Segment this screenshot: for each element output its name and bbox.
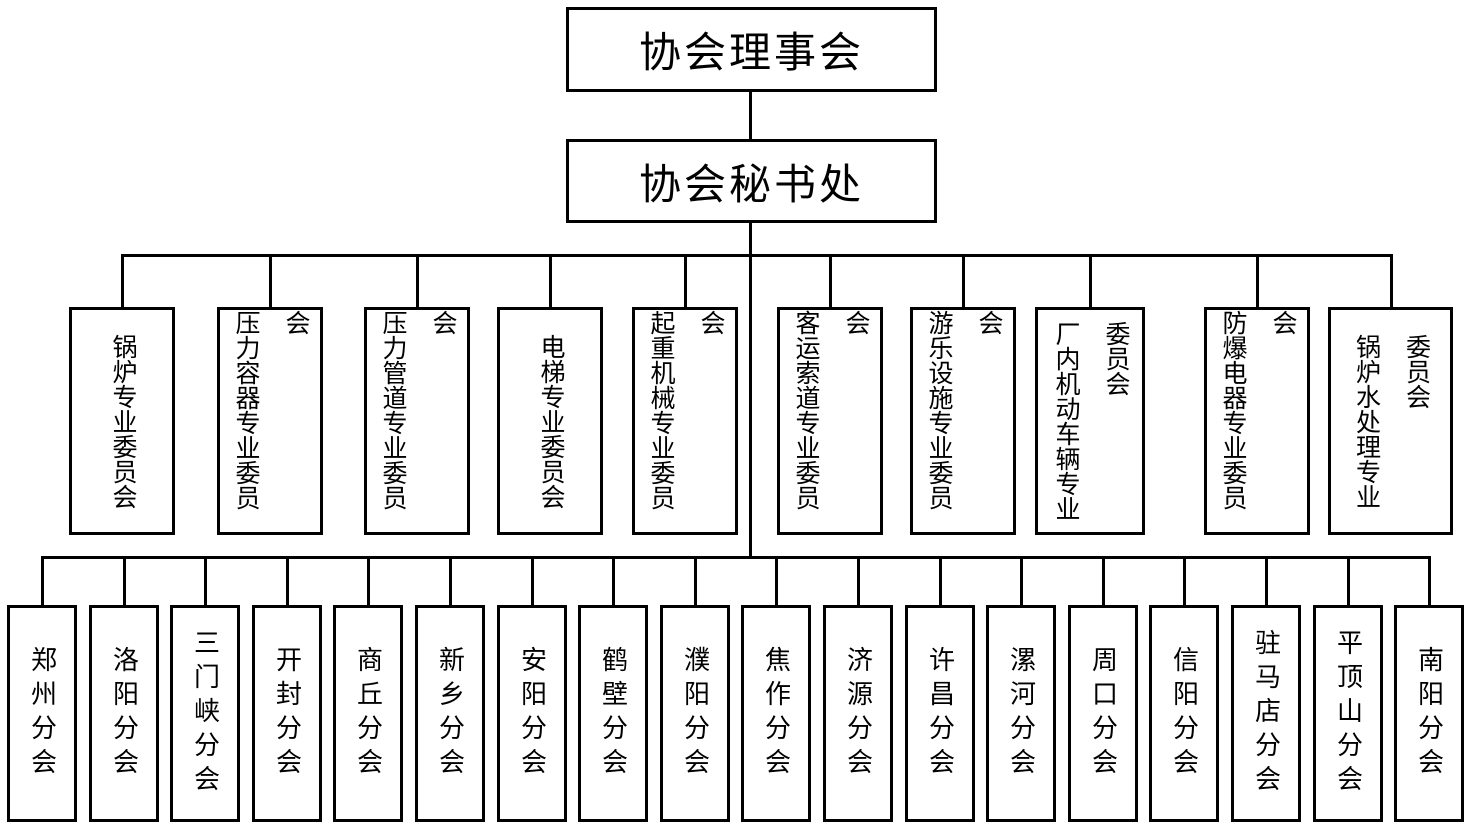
branch-label: 郑州分会 xyxy=(27,645,57,782)
branch-label: 商丘分会 xyxy=(353,645,383,782)
committee-node-lifting-machinery: 起重机械专业委员会 xyxy=(632,307,738,535)
branch-node-shangqiu: 商丘分会 xyxy=(333,605,403,822)
connector-drop-branch xyxy=(1347,556,1350,605)
connector-rail-committees xyxy=(121,254,1393,257)
branch-label: 焦作分会 xyxy=(761,645,791,782)
connector-drop-committee xyxy=(121,254,124,307)
association-council-label: 协会理事会 xyxy=(638,31,864,77)
branch-node-zhengzhou: 郑州分会 xyxy=(7,605,77,822)
branch-label: 驻马店分会 xyxy=(1251,628,1281,799)
connector-drop-branch xyxy=(1102,556,1105,605)
branch-node-nanyang: 南阳分会 xyxy=(1394,605,1464,822)
node-association-secretariat: 协会秘书处 xyxy=(566,139,937,223)
committee-node-passenger-ropeway: 客运索道专业委员会 xyxy=(777,307,883,535)
connector-drop-branch xyxy=(775,556,778,605)
branch-node-zhoukou: 周口分会 xyxy=(1068,605,1138,822)
committee-label: 厂内机动车辆专业 委员会 xyxy=(1052,321,1129,521)
committee-node-boiler: 锅炉专业委员会 xyxy=(69,307,175,535)
branch-label: 漯河分会 xyxy=(1006,645,1036,782)
committee-node-amusement-facilities: 游乐设施专业委员会 xyxy=(910,307,1016,535)
connector-drop-committee xyxy=(962,254,965,307)
branch-node-zhumadian: 驻马店分会 xyxy=(1231,605,1301,822)
branch-label: 济源分会 xyxy=(843,645,873,782)
branch-label: 开封分会 xyxy=(272,645,302,782)
committee-label: 压力容器专业委员会 xyxy=(232,310,309,510)
connector-drop-committee xyxy=(1256,254,1259,307)
connector-drop-branch xyxy=(612,556,615,605)
connector-drop-committee xyxy=(829,254,832,307)
branch-label: 平顶山分会 xyxy=(1333,628,1363,799)
connector-drop-branch xyxy=(123,556,126,605)
connector-drop-branch xyxy=(1428,556,1431,605)
committee-node-elevator: 电梯专业委员会 xyxy=(497,307,603,535)
committee-node-pressure-pipeline: 压力管道专业委员会 xyxy=(364,307,470,535)
connector-drop-committee xyxy=(549,254,552,307)
branch-node-pingdingshan: 平顶山分会 xyxy=(1313,605,1383,822)
branch-label: 濮阳分会 xyxy=(680,645,710,782)
node-association-council: 协会理事会 xyxy=(566,7,937,92)
association-secretariat-label: 协会秘书处 xyxy=(638,162,864,209)
committee-label: 起重机械专业委员会 xyxy=(647,310,724,510)
branch-node-sanmenxia: 三门峡分会 xyxy=(170,605,240,822)
connector-drop-branch xyxy=(41,556,44,605)
branch-node-jiyuan: 济源分会 xyxy=(823,605,893,822)
connector-drop-branch xyxy=(1265,556,1268,605)
branch-label: 洛阳分会 xyxy=(109,645,139,782)
branch-label: 三门峡分会 xyxy=(190,628,220,799)
connector-drop-branch xyxy=(1183,556,1186,605)
committee-label: 锅炉专业委员会 xyxy=(109,333,136,509)
branch-node-xuchang: 许昌分会 xyxy=(905,605,975,822)
connector-rail-branches xyxy=(41,556,1431,559)
committee-node-factory-vehicles: 厂内机动车辆专业 委员会 xyxy=(1035,307,1145,535)
branch-label: 鹤壁分会 xyxy=(598,645,628,782)
committee-label: 客运索道专业委员会 xyxy=(792,310,869,510)
connector-secretariat-trunk xyxy=(749,223,752,559)
connector-drop-branch xyxy=(1020,556,1023,605)
connector-drop-branch xyxy=(367,556,370,605)
branch-label: 许昌分会 xyxy=(925,645,955,782)
connector-council-secretariat xyxy=(749,92,752,139)
branch-label: 安阳分会 xyxy=(517,645,547,782)
branch-node-luohe: 漯河分会 xyxy=(986,605,1056,822)
committee-node-boiler-water-treatment: 锅炉水处理专业 委员会 xyxy=(1328,307,1453,535)
branch-node-kaifeng: 开封分会 xyxy=(252,605,322,822)
committee-label: 锅炉水处理专业 委员会 xyxy=(1352,333,1430,509)
connector-drop-committee xyxy=(1390,254,1393,307)
branch-node-xinyang: 信阳分会 xyxy=(1149,605,1219,822)
branch-node-puyang: 濮阳分会 xyxy=(660,605,730,822)
connector-drop-committee xyxy=(1089,254,1092,307)
connector-drop-branch xyxy=(449,556,452,605)
branch-node-jiaozuo: 焦作分会 xyxy=(741,605,811,822)
committee-label: 压力管道专业委员会 xyxy=(379,310,456,510)
connector-drop-branch xyxy=(857,556,860,605)
branch-label: 新乡分会 xyxy=(435,645,465,782)
branch-label: 周口分会 xyxy=(1088,645,1118,782)
connector-drop-branch xyxy=(286,556,289,605)
connector-drop-branch xyxy=(204,556,207,605)
branch-node-hebi: 鹤壁分会 xyxy=(578,605,648,822)
committee-label: 电梯专业委员会 xyxy=(537,333,564,509)
connector-drop-branch xyxy=(939,556,942,605)
connector-drop-committee xyxy=(684,254,687,307)
connector-drop-branch xyxy=(694,556,697,605)
branch-label: 信阳分会 xyxy=(1169,645,1199,782)
connector-drop-branch xyxy=(531,556,534,605)
committee-label: 游乐设施专业委员会 xyxy=(925,310,1002,510)
branch-node-anyang: 安阳分会 xyxy=(497,605,567,822)
committee-node-explosion-proof-electrics: 防爆电器专业委员会 xyxy=(1204,307,1310,535)
branch-label: 南阳分会 xyxy=(1414,645,1444,782)
branch-node-luoyang: 洛阳分会 xyxy=(89,605,159,822)
connector-drop-committee xyxy=(269,254,272,307)
committee-label: 防爆电器专业委员会 xyxy=(1219,310,1296,510)
committee-node-pressure-vessel: 压力容器专业委员会 xyxy=(217,307,323,535)
branch-node-xinxiang: 新乡分会 xyxy=(415,605,485,822)
connector-drop-committee xyxy=(416,254,419,307)
